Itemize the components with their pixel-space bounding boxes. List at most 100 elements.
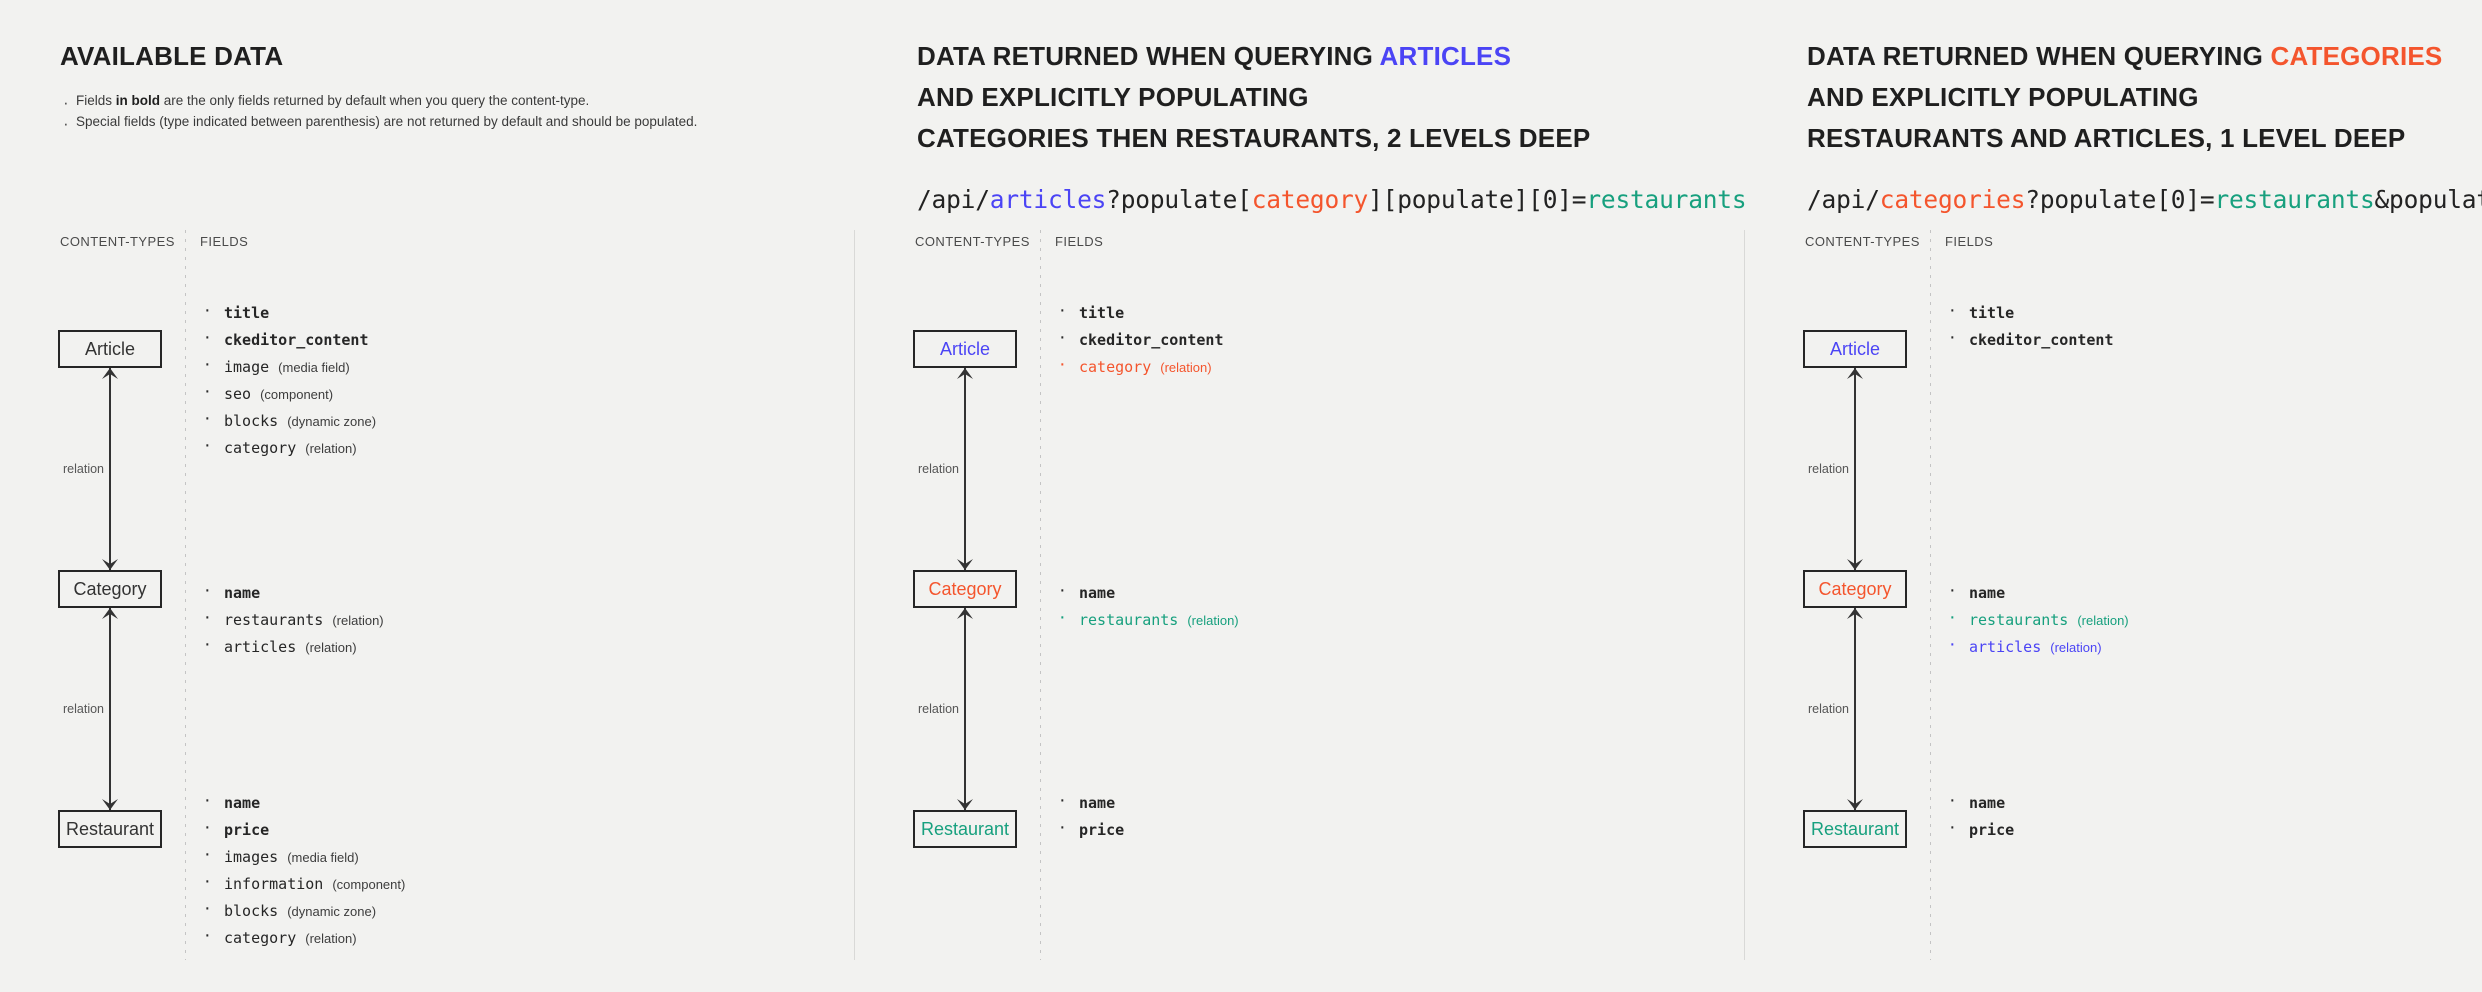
- field-list: nameprice: [1055, 787, 1124, 844]
- field-name: ckeditor_content: [1079, 331, 1224, 349]
- field-type: (relation): [1160, 360, 1212, 375]
- field-type: (dynamic zone): [287, 414, 377, 429]
- connector-line: [1854, 608, 1856, 810]
- list-item: Special fields (type indicated between p…: [60, 111, 850, 137]
- field-item: restaurants(relation): [1055, 604, 1239, 634]
- connector-line: [1854, 368, 1856, 570]
- field-item: category(relation): [1055, 351, 1224, 381]
- field-group-article: title ckeditor_contentimage (media field) s…: [200, 297, 377, 462]
- relation-label: relation: [1808, 462, 1849, 476]
- dotted-column-divider: [1040, 230, 1041, 960]
- field-item: price: [1055, 814, 1124, 844]
- content-type-node-article[interactable]: Article: [913, 330, 1017, 368]
- arrow-down-icon: [102, 559, 118, 570]
- legend-list: Fields in bold are the only fields retur…: [60, 90, 850, 137]
- field-group-restaurant: namepriceimages(media field)information(…: [200, 787, 406, 952]
- field-type: (relation): [2050, 640, 2102, 655]
- field-item: name: [1055, 577, 1239, 607]
- content-type-node-restaurant[interactable]: Restaurant: [913, 810, 1017, 848]
- field-name: ckeditor_content: [224, 331, 369, 349]
- dotted-column-divider: [185, 230, 186, 960]
- field-name: name: [1969, 584, 2006, 602]
- relation-connector: relation: [918, 608, 973, 810]
- field-type: (component): [260, 387, 334, 402]
- field-group-category: namerestaurants(relation)articles(relati…: [200, 577, 384, 661]
- field-name: title: [1079, 304, 1125, 322]
- field-list: name restaurants(relation): [1055, 577, 1239, 634]
- arrow-up-icon: [957, 608, 973, 619]
- column-header-content-types: CONTENT-TYPES: [915, 234, 1030, 249]
- arrow-up-icon: [102, 368, 118, 379]
- field-item: title: [1945, 297, 2114, 327]
- page-title: AVAILABLE DATA: [60, 41, 284, 71]
- arrow-down-icon: [1847, 799, 1863, 810]
- relation-connector: relation: [63, 608, 118, 810]
- field-item: image (media field): [200, 351, 376, 381]
- field-name: restaurants: [1079, 611, 1179, 629]
- relation-connector: relation: [63, 368, 118, 570]
- field-list: nameprice: [1945, 787, 2014, 844]
- field-name: name: [224, 794, 261, 812]
- field-list: namepriceimages(media field)information(…: [200, 787, 406, 952]
- field-group-article: title ckeditor_content category(relation): [1055, 297, 1224, 381]
- field-name: blocks: [224, 902, 279, 920]
- content-type-node-restaurant[interactable]: Restaurant: [1803, 810, 1907, 848]
- column-header-fields: FIELDS: [1945, 234, 1994, 249]
- content-type-node-article[interactable]: Article: [1803, 330, 1907, 368]
- relation-label: relation: [918, 702, 959, 716]
- field-name: name: [224, 584, 261, 602]
- content-type-node-article[interactable]: Article: [58, 330, 162, 368]
- connector-line: [109, 608, 111, 810]
- arrow-up-icon: [102, 608, 118, 619]
- relation-label: relation: [63, 462, 104, 476]
- arrow-down-icon: [102, 799, 118, 810]
- arrow-up-icon: [1847, 608, 1863, 619]
- field-group-category: namerestaurants(relation)articles(relati…: [1945, 577, 2129, 661]
- field-item: ckeditor_content: [1945, 324, 2114, 354]
- field-item: title: [200, 297, 376, 327]
- field-item: category (relation): [200, 922, 405, 952]
- field-item: restaurants(relation): [1945, 604, 2129, 634]
- field-name: image: [224, 358, 270, 376]
- field-group-article: title ckeditor_content: [1945, 297, 2114, 354]
- arrow-down-icon: [1847, 559, 1863, 570]
- field-list: namerestaurants(relation)articles(relati…: [1945, 577, 2129, 661]
- dotted-column-divider: [1930, 230, 1931, 960]
- relation-connector: relation: [1808, 368, 1863, 570]
- field-item: blocks (dynamic zone): [200, 405, 377, 435]
- field-name: seo: [224, 385, 252, 403]
- field-name: name: [1969, 794, 2006, 812]
- panel-heading: AVAILABLE DATA Fields in bold are the onl…: [60, 36, 850, 137]
- field-type: (relation): [305, 931, 357, 946]
- field-name: blocks: [224, 412, 279, 430]
- relation-label: relation: [63, 702, 104, 716]
- column-header-content-types: CONTENT-TYPES: [1805, 234, 1920, 249]
- content-type-node-restaurant[interactable]: Restaurant: [58, 810, 162, 848]
- field-type: (media field): [278, 360, 350, 375]
- field-name: title: [1969, 304, 2015, 322]
- field-item: name: [200, 787, 405, 817]
- field-name: category: [224, 929, 297, 947]
- field-type: (relation): [332, 613, 384, 628]
- relation-label: relation: [1808, 702, 1849, 716]
- field-item: ckeditor_content: [200, 324, 376, 354]
- field-item: ckeditor_content: [1055, 324, 1224, 354]
- field-list: title ckeditor_contentimage (media field) s…: [200, 297, 377, 462]
- column-header-fields: FIELDS: [200, 234, 249, 249]
- content-type-node-category[interactable]: Category: [913, 570, 1017, 608]
- content-type-node-category[interactable]: Category: [1803, 570, 1907, 608]
- panel-available-data: AVAILABLE DATA Fields in bold are the onl…: [0, 0, 855, 992]
- content-type-node-category[interactable]: Category: [58, 570, 162, 608]
- field-group-restaurant: nameprice: [1055, 787, 1124, 844]
- relation-connector: relation: [1808, 608, 1863, 810]
- field-type: (relation): [305, 441, 357, 456]
- field-name: name: [1079, 584, 1116, 602]
- field-type: (media field): [287, 850, 359, 865]
- arrow-down-icon: [957, 799, 973, 810]
- field-type: (component): [332, 877, 406, 892]
- field-item: category(relation): [200, 432, 376, 462]
